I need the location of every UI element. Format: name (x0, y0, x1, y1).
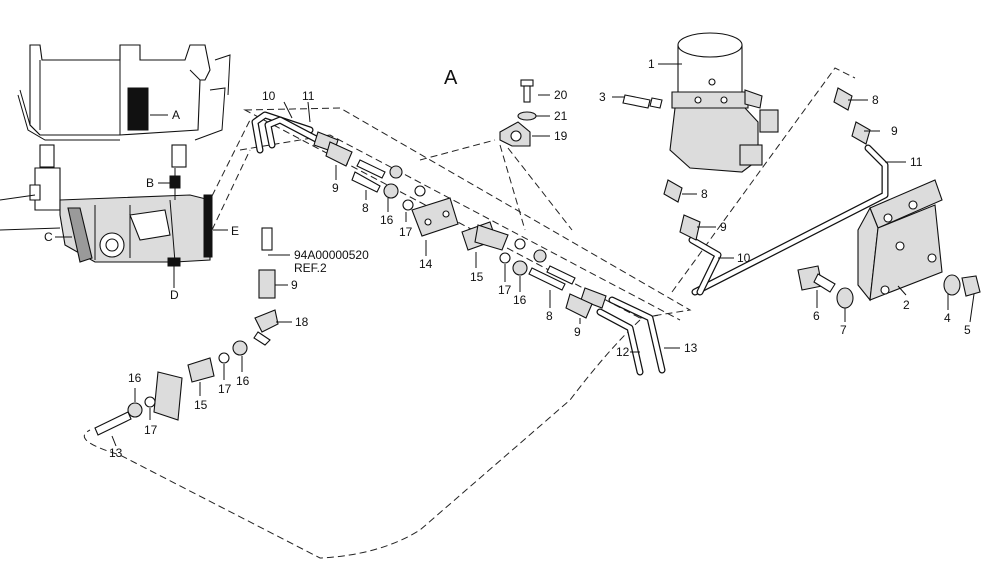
machine-label-e: E (231, 224, 239, 238)
callout-17-mid: 17 (399, 225, 413, 239)
machine-marker-e (203, 194, 213, 258)
machine-marker-d (167, 257, 181, 267)
pump-fittings (663, 87, 871, 241)
callout-17-lower: 17 (218, 382, 232, 396)
callout-9-low: 9 (574, 325, 581, 339)
callout-9-mid: 9 (332, 181, 339, 195)
callout-20: 20 (554, 88, 568, 102)
callout-2: 2 (903, 298, 910, 312)
lower-fittings (94, 227, 279, 436)
callout-9-lower: 9 (291, 278, 298, 292)
machine-marker-c (67, 207, 93, 263)
callout-11-right: 11 (910, 155, 923, 169)
callout-8-mid: 8 (362, 201, 369, 215)
callout-18: 18 (295, 315, 309, 329)
callout-8-pump: 8 (701, 187, 708, 201)
ref-note: REF.2 (294, 261, 327, 275)
section-a-enclosure (83, 67, 856, 559)
callout-13-left: 13 (109, 446, 123, 460)
callout-8-low: 8 (546, 309, 553, 323)
fittings (313, 131, 607, 319)
machine-label-d: D (170, 288, 179, 302)
callout-17-right: 17 (498, 283, 512, 297)
callout-9-pump: 9 (720, 220, 727, 234)
callout-16-right: 16 (513, 293, 527, 307)
bracket-lower (153, 371, 183, 421)
callout-14: 14 (419, 257, 433, 271)
section-label: A (444, 67, 458, 89)
callout-6: 6 (813, 309, 820, 323)
machine-overview (0, 44, 251, 288)
ref-part-number: 94A00000520 (294, 248, 369, 262)
callout-16-lower: 16 (236, 374, 250, 388)
callout-7: 7 (840, 323, 847, 337)
callout-12: 12 (616, 345, 630, 359)
callout-4: 4 (944, 311, 951, 325)
callout-19: 19 (554, 129, 568, 143)
machine-label-c: C (44, 230, 53, 244)
clamp-assembly (499, 79, 537, 147)
pump-unit (622, 32, 779, 173)
callout-15-mid: 15 (470, 270, 484, 284)
callout-16-mid: 16 (380, 213, 394, 227)
callout-3: 3 (599, 90, 606, 104)
callout-8-upper: 8 (872, 93, 879, 107)
callout-21: 21 (554, 109, 568, 123)
callout-5: 5 (964, 323, 971, 337)
callout-10-left: 10 (262, 89, 276, 103)
callout-9-upper: 9 (891, 124, 898, 138)
machine-label-a: A (172, 108, 180, 122)
leader-lines (111, 63, 975, 447)
callout-15-lower: 15 (194, 398, 208, 412)
tubes (251, 111, 889, 376)
callout-13-right: 13 (684, 341, 698, 355)
callout-17-left: 17 (144, 423, 158, 437)
callout-10-right: 10 (737, 251, 751, 265)
machine-label-b: B (146, 176, 154, 190)
callout-1: 1 (648, 57, 655, 71)
bracket-14 (411, 197, 459, 237)
callout-11-left: 11 (302, 89, 315, 103)
mount-bracket (797, 179, 981, 309)
callout-16-left: 16 (128, 371, 142, 385)
machine-marker-a (127, 87, 149, 131)
